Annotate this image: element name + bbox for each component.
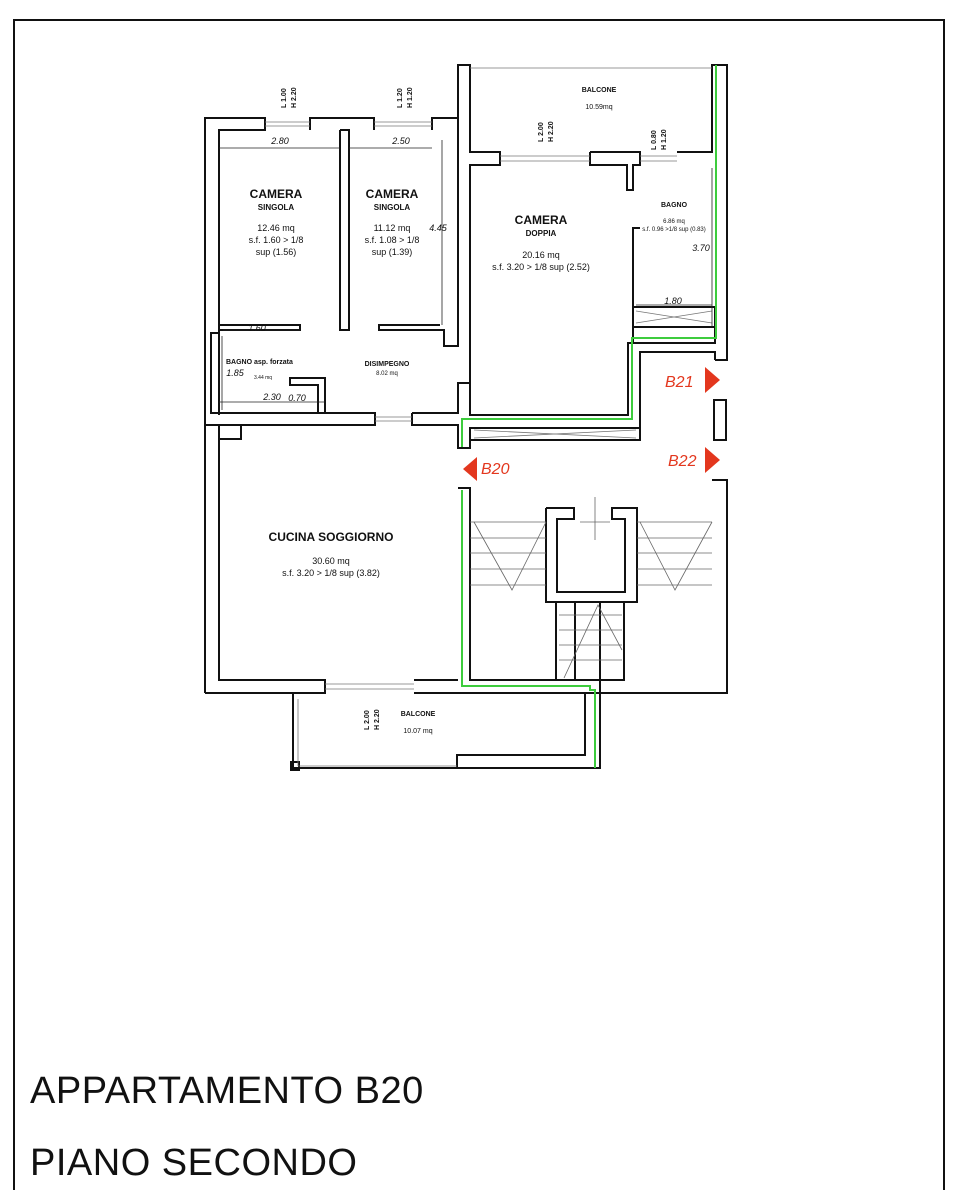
window-cam1-h: H 2.20 (291, 87, 298, 108)
room-camera-singola-2-sub: SINGOLA (374, 203, 411, 212)
room-bagno-area: 6.86 mq (663, 219, 685, 225)
dim-bagno-w: 1.80 (664, 296, 682, 306)
window-cucina-l: L 2.00 (364, 710, 371, 730)
window-bagno-h: H 1.20 (661, 129, 668, 150)
marker-b21: B21 (665, 374, 693, 391)
walls (204, 64, 728, 771)
window-cam2-h: H 1.20 (407, 87, 414, 108)
window-cam2-l: L 1.20 (397, 88, 404, 108)
room-camera-singola-2-name: CAMERA (366, 187, 419, 201)
room-camera-doppia-sub: DOPPIA (526, 229, 557, 238)
window-bagno-l: L 0.80 (651, 130, 658, 150)
room-camera-singola-2-area: 11.12 mq (374, 223, 411, 233)
room-camera-singola-1-area: 12.46 mq (257, 223, 295, 233)
window-doppia-l: L 2.00 (538, 122, 545, 142)
window-cucina-h: H 2.20 (374, 709, 381, 730)
title-apartment: APPARTAMENTO B20 (30, 1070, 424, 1112)
dim-asp-d2: 0.70 (288, 393, 306, 403)
dim-asp-w: 1.60 (248, 323, 266, 333)
room-bagno-asp-area: 3.44 mq (254, 375, 272, 381)
arrow-b21-icon (705, 367, 720, 393)
room-balcone-top-name: BALCONE (582, 87, 617, 94)
room-camera-doppia-area: 20.16 mq (522, 250, 560, 260)
room-camera-singola-2-sf: s.f. 1.08 > 1/8 (365, 235, 420, 245)
room-cucina-sf: s.f. 3.20 > 1/8 sup (3.82) (282, 568, 380, 578)
title-floor: PIANO SECONDO (30, 1142, 358, 1184)
dim-h1: 4.45 (429, 223, 448, 233)
room-balcone-bottom-area: 10.07 mq (403, 728, 432, 735)
dim-w2: 2.50 (391, 136, 410, 146)
room-balcone-bottom-name: BALCONE (401, 711, 436, 718)
room-camera-singola-1-sub: SINGOLA (258, 203, 295, 212)
marker-b20: B20 (481, 461, 510, 478)
arrow-b20-icon (463, 457, 477, 481)
sheet-border (13, 19, 945, 1195)
room-balcone-top-area: 10.59mq (585, 104, 612, 111)
dim-bagno-h: 3.70 (692, 243, 710, 253)
room-cucina-area: 30.60 mq (312, 556, 350, 566)
marker-b22: B22 (668, 453, 697, 470)
room-camera-singola-2-sup: sup (1.39) (372, 247, 413, 257)
room-disimpegno-area: 8.02 mq (376, 371, 398, 377)
room-camera-singola-1-sf: s.f. 1.60 > 1/8 (249, 235, 304, 245)
unit-markers (463, 367, 720, 481)
dimension-lines (219, 140, 713, 410)
room-bagno-name: BAGNO (661, 202, 688, 209)
dim-w1: 2.80 (270, 136, 289, 146)
room-camera-doppia-sf: s.f. 3.20 > 1/8 sup (2.52) (492, 262, 590, 272)
dim-asp-d1: 2.30 (262, 392, 281, 402)
dim-asp-h: 1.85 (226, 368, 245, 378)
room-bagno-asp-name: BAGNO asp. forzata (226, 359, 293, 366)
unit-boundary (461, 65, 717, 768)
room-disimpegno-name: DISIMPEGNO (365, 361, 410, 368)
arrow-b22-icon (705, 447, 720, 473)
room-camera-singola-1-sup: sup (1.56) (256, 247, 297, 257)
room-camera-singola-1-name: CAMERA (250, 187, 303, 201)
room-camera-doppia-name: CAMERA (515, 213, 568, 227)
room-bagno-sf: s.f. 0.96 >1/8 sup (0.83) (642, 227, 706, 233)
window-doppia-h: H 2.20 (548, 121, 555, 142)
staircase (470, 497, 713, 679)
window-cam1-l: L 1.00 (281, 88, 288, 108)
window-glazing (265, 67, 713, 767)
room-cucina-name: CUCINA SOGGIORNO (269, 530, 394, 544)
